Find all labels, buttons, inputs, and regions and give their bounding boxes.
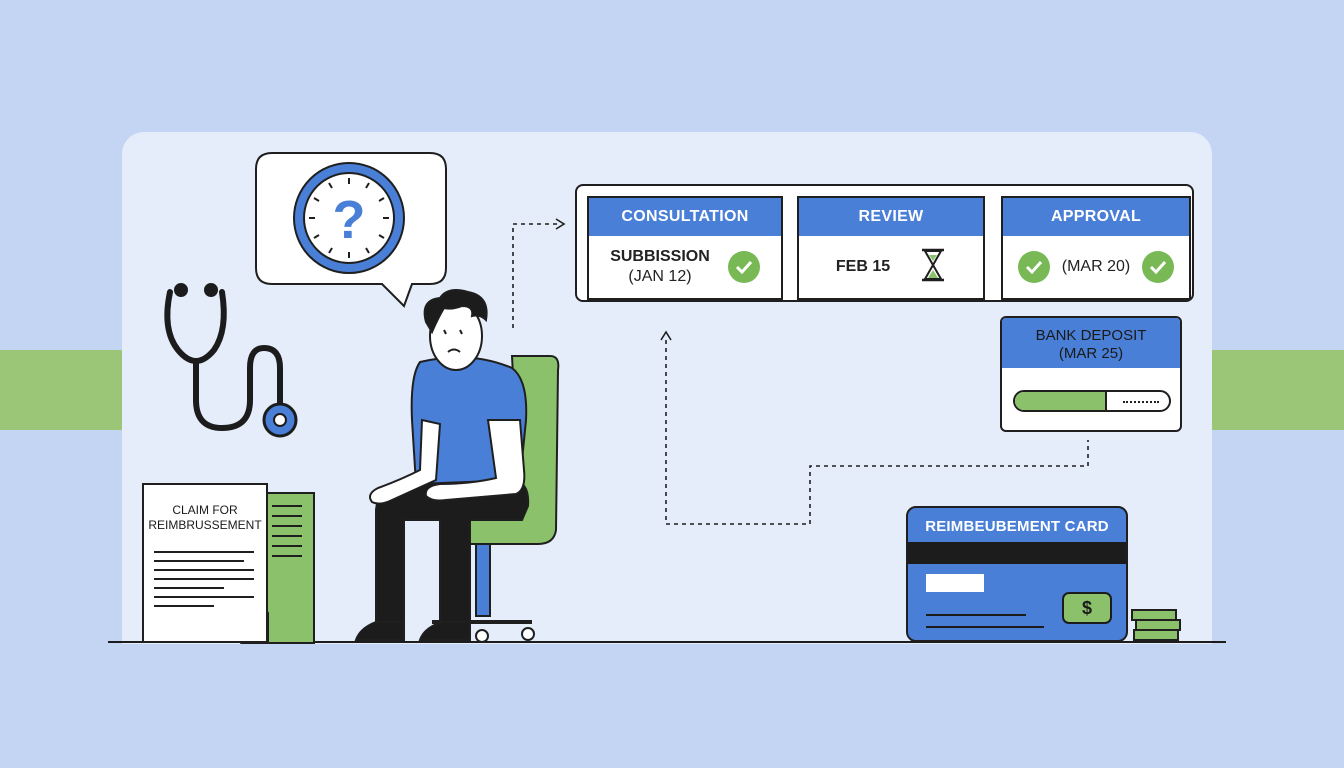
arrow-head-icon [555,218,566,230]
card-title: REIMBEUBEMENT CARD [925,518,1109,535]
speech-bubble: ? [255,152,447,308]
clock-icon: ? [293,162,405,274]
bank-deposit-card: BANK DEPOSIT (MAR 25) [1000,316,1182,432]
bank-deposit-label: BANK DEPOSIT [1035,327,1147,344]
stage-date: FEB 15 [835,258,891,275]
stage-date: (JAN 12) [628,268,692,285]
claim-text-lines [154,551,254,614]
stage-header: REVIEW [799,198,983,236]
stethoscope-icon [164,283,283,432]
check-icon [1017,251,1050,283]
arrow-head-icon [660,330,672,341]
stage-header: CONSULTATION [589,198,781,236]
hourglass-icon [920,248,946,287]
stage-status: SUBBISSION [610,248,710,265]
stage-approval: APPROVAL (MAR 20) [1001,196,1191,300]
connector-card-to-timeline [665,340,1089,525]
connector-to-timeline [512,223,560,328]
person-illustration [354,289,530,641]
stage-consultation: CONSULTATION SUBBISSION (JAN 12) [587,196,783,300]
deposit-progress-fill [1015,392,1108,410]
left-green-band [0,350,122,430]
card-chip-area [926,574,984,592]
claim-title-line2: REIMBRUSSEMENT [148,518,262,532]
stage-header: APPROVAL [1003,198,1189,236]
claim-document: CLAIM FOR REIMBRUSSEMENT [142,483,268,643]
question-mark-icon: ? [333,190,366,250]
right-green-band [1212,350,1344,430]
stage-date: (MAR 20) [1061,258,1131,275]
card-magnetic-stripe [908,542,1126,564]
deposit-progress-bar [1013,390,1171,412]
coin-stack-icon [1131,609,1181,641]
bank-deposit-date: (MAR 25) [1058,345,1124,362]
dollar-icon: $ [1062,592,1112,624]
claim-title-line1: CLAIM FOR [172,503,238,517]
reimbursement-card: REIMBEUBEMENT CARD $ [906,506,1128,642]
reimbursement-timeline: CONSULTATION SUBBISSION (JAN 12) REVIEW … [575,184,1194,302]
ground-line [108,641,1226,643]
check-icon [727,251,760,283]
stage-review: REVIEW FEB 15 [797,196,985,300]
check-icon [1142,251,1175,283]
